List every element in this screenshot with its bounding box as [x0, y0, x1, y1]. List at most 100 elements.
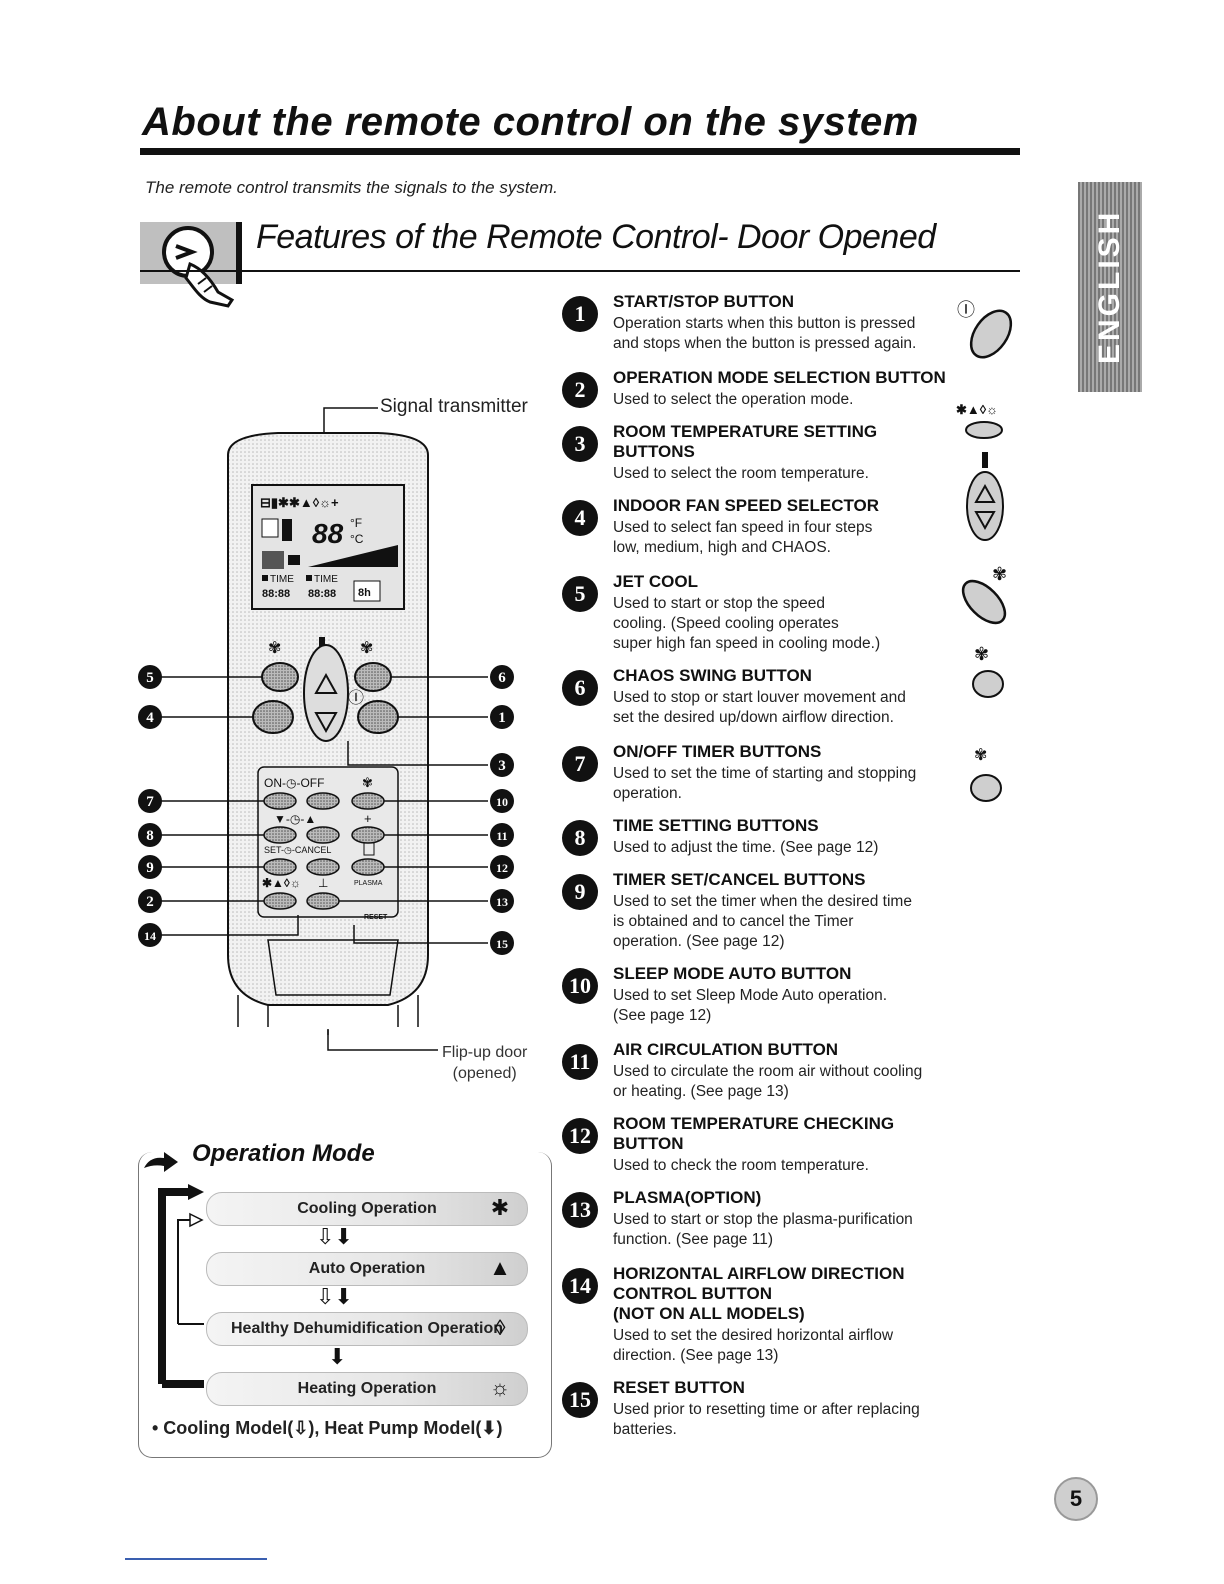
- feature-desc: Used to start or stop the speed cooling.…: [613, 595, 881, 652]
- feature-desc: Used to start or stop the plasma-purific…: [613, 1211, 913, 1248]
- feature-desc: Used to set the time of starting and sto…: [613, 765, 917, 802]
- operation-mode-cycle-arrows: [158, 1184, 204, 1388]
- horizontal-airflow-button-icon: ✾: [970, 747, 1002, 802]
- flip-door-leader-line: [327, 1030, 438, 1051]
- display-time2: TIME: [314, 574, 338, 585]
- feature-desc: Used to circulate the room air without c…: [613, 1063, 923, 1100]
- callout-right-1: 6: [498, 670, 506, 686]
- svg-text:✾: ✾: [992, 564, 1007, 584]
- panel-on-off: ON-◷-OFF: [264, 776, 324, 790]
- feature-desc: Used to select the room temperature.: [613, 465, 869, 482]
- display-digits2: 88:88: [308, 588, 336, 600]
- feature-desc: Used to set the timer when the desired t…: [613, 893, 912, 950]
- callout-right-3: 3: [498, 758, 506, 774]
- feature-title: OPERATION MODE SELECTION BUTTON: [613, 368, 946, 387]
- feature-number: 11: [562, 1044, 598, 1080]
- operation-mode-title: Operation Mode: [186, 1140, 381, 1168]
- feature-desc: Used to adjust the time. (See page 12): [613, 839, 879, 856]
- hand-pointer-icon: [140, 222, 242, 308]
- callout-left-4: 8: [146, 828, 154, 844]
- feature-title: CHAOS SWING BUTTON: [613, 666, 812, 685]
- feature-number: 1: [562, 296, 598, 332]
- display-temp: 88: [312, 518, 344, 549]
- flip-door-label: Flip-up door (opened): [442, 1042, 527, 1084]
- feature-desc: Used to select fan speed in four steps l…: [613, 519, 873, 556]
- remote-control-diagram: ⊟▮✱✱▲◊☼+ 88 °F °C TIME TIME 88:88 88:88 …: [138, 432, 514, 1035]
- feature-desc: Used prior to resetting time or after re…: [613, 1401, 920, 1438]
- display-hrs: 8h: [358, 587, 371, 599]
- callout-right-8: 15: [496, 937, 508, 951]
- fan-speed-button-icon: ✾: [961, 564, 1007, 625]
- mode-arrows-2: ⇩⬇: [316, 1284, 353, 1309]
- page-title: About the remote control on the system: [142, 100, 919, 144]
- mode-dehumidification: Healthy Dehumidification Operation: [206, 1312, 528, 1346]
- svg-text:✱▲◊☼: ✱▲◊☼: [262, 876, 301, 890]
- feature-number: 7: [562, 746, 598, 782]
- feature-number: 9: [562, 874, 598, 910]
- start-stop-button-icon: Ⓘ: [957, 300, 1013, 359]
- language-tab-label: ENGLISH: [1093, 209, 1126, 365]
- feature-title: JET COOL: [613, 572, 699, 591]
- feature-number: 15: [562, 1382, 598, 1418]
- feature-title: TIMER SET/CANCEL BUTTONS: [613, 870, 866, 889]
- feature-desc: Used to check the room temperature.: [613, 1157, 869, 1174]
- mode-cooling-label: Cooling Operation: [297, 1200, 437, 1217]
- svg-text:✾: ✾: [974, 747, 987, 764]
- svg-text:⊟▮✱✱▲◊☼+: ⊟▮✱✱▲◊☼+: [260, 495, 339, 510]
- panel-plus: +: [364, 811, 372, 826]
- callout-left-6: 2: [146, 894, 154, 910]
- callout-left-2: 4: [146, 710, 154, 726]
- section-rule: [140, 270, 1020, 272]
- display-time1: TIME: [270, 574, 294, 585]
- bottom-rule: [125, 1558, 267, 1560]
- display-unit-c: °C: [350, 532, 364, 546]
- feature-number: 14: [562, 1268, 598, 1304]
- callout-right-7: 13: [496, 895, 508, 909]
- mode-heating: Heating Operation: [206, 1372, 528, 1406]
- flip-door-label-line2: (opened): [452, 1065, 517, 1082]
- feature-number: 4: [562, 500, 598, 536]
- mode-arrows-1: ⇩⬇: [316, 1224, 353, 1249]
- feature-title: INDOOR FAN SPEED SELECTOR: [613, 496, 880, 515]
- title-rule: [140, 148, 1020, 155]
- panel-plasma: PLASMA: [354, 880, 383, 887]
- feature-title: START/STOP BUTTON: [613, 292, 795, 311]
- feature-number: 2: [562, 372, 598, 408]
- panel-set-cancel: SET-◷-CANCEL: [264, 845, 331, 855]
- callout-left-3: 7: [146, 794, 154, 810]
- mode-auto-label: Auto Operation: [308, 1260, 426, 1277]
- mode-auto: Auto Operation: [206, 1252, 528, 1286]
- language-tab: ENGLISH: [1078, 182, 1142, 392]
- svg-text:Ⓘ: Ⓘ: [348, 689, 364, 707]
- svg-text:✾: ✾: [974, 644, 989, 664]
- feature-title: RESET BUTTON: [613, 1378, 745, 1397]
- svg-text:⊥: ⊥: [318, 876, 328, 890]
- callout-right-4: 10: [496, 795, 508, 809]
- feature-title: ROOM TEMPERATURE CHECKING BUTTON: [613, 1114, 895, 1153]
- display-digits1: 88:88: [262, 588, 290, 600]
- svg-text:✾: ✾: [360, 640, 373, 657]
- operation-mode-footnote: • Cooling Model(⇩), Heat Pump Model(⬇): [152, 1418, 503, 1438]
- drop-icon: ◊: [494, 1315, 506, 1340]
- feature-title: ON/OFF TIMER BUTTONS: [613, 742, 822, 761]
- operation-mode-panel: [138, 1152, 552, 1458]
- section-title: Features of the Remote Control- Door Ope…: [256, 218, 936, 256]
- flip-door-label-line1: Flip-up door: [442, 1044, 528, 1061]
- svg-text:✾: ✾: [268, 640, 281, 657]
- feature-number: 12: [562, 1118, 598, 1154]
- feature-title: PLASMA(OPTION): [613, 1188, 762, 1207]
- feature-title: ROOM TEMPERATURE SETTING BUTTONS: [613, 422, 878, 461]
- feature-title: HORIZONTAL AIRFLOW DIRECTION CONTROL BUT…: [613, 1264, 905, 1323]
- feature-desc: Used to set Sleep Mode Auto operation. (…: [613, 987, 888, 1024]
- chaos-swing-button-icon: ✾: [972, 644, 1004, 698]
- intro-text: The remote control transmits the signals…: [145, 178, 558, 197]
- temperature-buttons-icon: [966, 452, 1004, 541]
- feature-desc: Used to select the operation mode.: [613, 391, 854, 408]
- sun-icon: ☼: [489, 1375, 511, 1400]
- callout-right-6: 12: [496, 861, 508, 875]
- feature-title: SLEEP MODE AUTO BUTTON: [613, 964, 852, 983]
- auto-icon: ▲: [489, 1255, 511, 1280]
- feature-desc: Used to stop or start louver movement an…: [613, 689, 906, 726]
- svg-text:Ⓘ: Ⓘ: [957, 300, 975, 320]
- callout-left-7: 14: [144, 929, 156, 943]
